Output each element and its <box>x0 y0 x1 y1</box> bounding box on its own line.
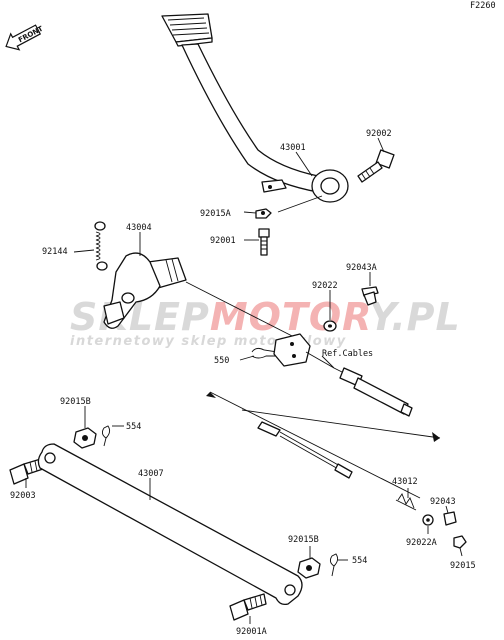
lever-shaft <box>103 252 187 329</box>
label-43001: 43001 <box>280 143 306 153</box>
leader-lines <box>25 137 463 624</box>
label-92001A: 92001A <box>236 627 267 637</box>
bolt-92002 <box>357 149 395 183</box>
label-ref-cables: Ref.Cables <box>322 349 373 359</box>
linkage-bar <box>37 443 303 606</box>
spring-92144 <box>94 221 108 271</box>
bolt-92001 <box>258 228 270 256</box>
label-92002: 92002 <box>366 129 392 139</box>
label-43012: 43012 <box>392 477 418 487</box>
cable-bracket <box>273 333 335 369</box>
label-554-top: 554 <box>126 422 141 432</box>
watermark-prefix: SKLEP <box>70 295 210 339</box>
label-92015B-bottom: 92015B <box>288 535 319 545</box>
brake-pedal <box>161 13 349 203</box>
bolt-92001A <box>229 593 267 621</box>
adjuster-rod <box>206 391 441 499</box>
watermark-highlight: MOTOR <box>210 295 369 339</box>
watermark-text: SKLEPMOTORY.PL <box>70 295 461 339</box>
label-554-bottom: 554 <box>352 556 367 566</box>
brake-cable <box>333 367 413 417</box>
watermark-suffix: Y.PL <box>369 295 461 339</box>
nut-92015B-top <box>73 427 97 449</box>
label-92001: 92001 <box>210 236 236 246</box>
front-arrow-icon: FRONT <box>5 24 45 51</box>
cotter-pin-550 <box>251 347 291 359</box>
label-92003: 92003 <box>10 491 36 501</box>
label-92144: 92144 <box>42 247 68 257</box>
label-92015: 92015 <box>450 561 476 571</box>
label-92015A: 92015A <box>200 209 231 219</box>
pin-92043 <box>443 511 457 526</box>
label-92043A: 92043A <box>346 263 377 273</box>
washer-92022A <box>422 514 434 526</box>
label-92043: 92043 <box>430 497 456 507</box>
spring-43012 <box>395 493 417 511</box>
watermark: SKLEPMOTORY.PL internetowy sklep motocyk… <box>70 295 461 349</box>
label-92022: 92022 <box>312 281 338 291</box>
label-43004: 43004 <box>126 223 152 233</box>
figure-code: F2260 <box>470 1 496 11</box>
label-92015B-top: 92015B <box>60 397 91 407</box>
clip-554-top <box>101 425 111 447</box>
label-550: 550 <box>214 356 229 366</box>
washer-92022 <box>323 320 337 332</box>
nut-92015 <box>453 535 467 549</box>
nut-92015A <box>255 208 272 219</box>
pin-92043A <box>361 286 379 306</box>
nut-92015B-bottom <box>297 557 321 579</box>
label-43007: 43007 <box>138 469 164 479</box>
clip-554-bottom <box>329 553 339 577</box>
label-92022A: 92022A <box>406 538 437 548</box>
part-labels: 43001 92002 92015A 92001 43004 92144 920… <box>10 129 476 637</box>
